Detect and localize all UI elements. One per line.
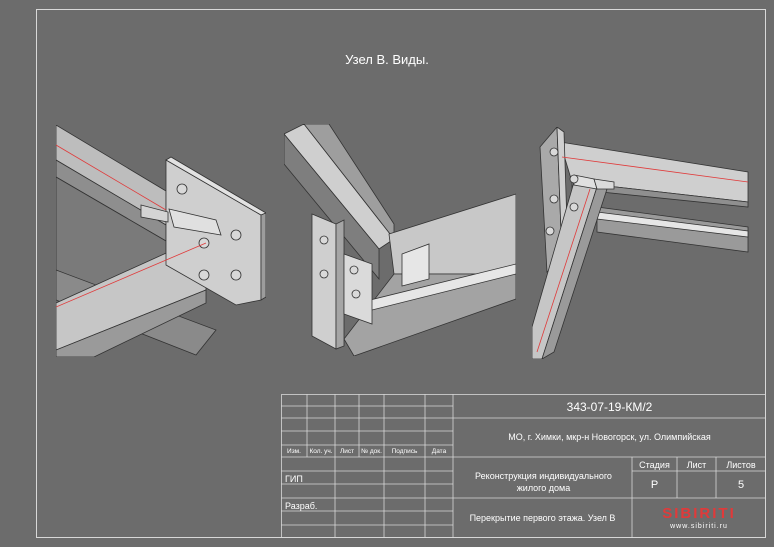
view-right [532,127,749,359]
sheet-title: Узел В. Виды. [345,52,429,67]
logo: SIBIRITI [662,505,736,522]
column-kol-uch: Кол. уч. [309,448,333,455]
column-izm: Изм. [287,448,301,455]
drawing-name: Перекрытие первого этажа. Узел В [469,513,616,523]
stage-value: Р [650,479,659,491]
title-block: 343-07-19-КМ/2 МО, г. Химки, мкр-н Новог… [281,394,766,538]
sheets-total: 5 [737,479,745,491]
view-center [284,124,516,356]
title-block-grid [281,394,766,538]
column-signature: Подпись [391,448,418,455]
address: МО, г. Химки, мкр-н Новогорск, ул. Олимп… [508,432,711,442]
sheets-header: Листов [726,460,756,470]
role-gip: ГИП [285,474,303,484]
column-date: Дата [431,448,447,455]
column-list: Лист [339,448,355,455]
logo-url: www.sibiriti.ru [670,523,728,530]
column-doc-no: № док. [361,448,382,455]
role-developer: Разраб. [285,501,318,511]
view-left [56,125,266,357]
stage-header: Стадия [639,460,670,470]
project-name: Реконструкция индивидуального жилого дом… [475,471,612,493]
sheet-header: Лист [686,460,707,470]
drawing-code: 343-07-19-КМ/2 [566,400,653,414]
